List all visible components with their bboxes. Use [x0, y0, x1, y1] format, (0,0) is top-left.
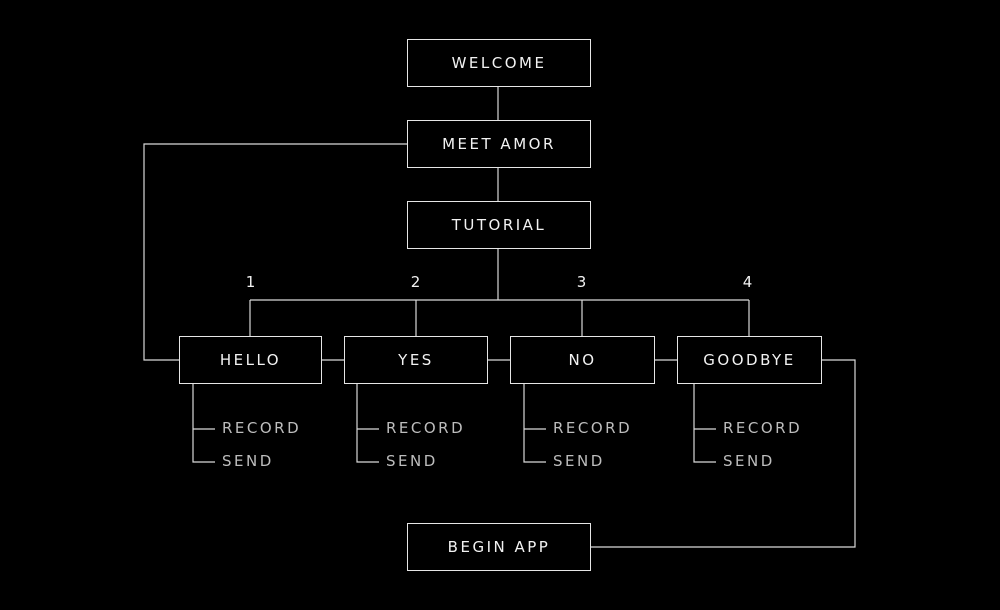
no-record-label: RECORD — [553, 419, 633, 437]
bracket-yes-actions — [356, 384, 379, 463]
node-yes: YES — [344, 336, 488, 384]
node-meet-amor-label: MEET AMOR — [442, 135, 556, 153]
connector-meet-amor-loop — [143, 143, 407, 361]
node-meet-amor: MEET AMOR — [407, 120, 591, 168]
node-no: NO — [510, 336, 655, 384]
node-no-label: NO — [568, 351, 597, 369]
node-goodbye-label: GOODBYE — [703, 351, 796, 369]
branch-number-1: 1 — [245, 273, 257, 291]
goodbye-send-label: SEND — [723, 452, 775, 470]
node-tutorial: TUTORIAL — [407, 201, 591, 249]
hello-record-label: RECORD — [222, 419, 302, 437]
node-welcome-label: WELCOME — [451, 54, 547, 72]
hello-send-label: SEND — [222, 452, 274, 470]
node-begin-app-label: BEGIN APP — [447, 538, 551, 556]
connector-goodbye-begin-app — [591, 359, 856, 548]
yes-record-label: RECORD — [386, 419, 466, 437]
no-send-label: SEND — [553, 452, 605, 470]
branch-number-3: 3 — [576, 273, 588, 291]
node-tutorial-label: TUTORIAL — [451, 216, 547, 234]
node-goodbye: GOODBYE — [677, 336, 822, 384]
node-hello-label: HELLO — [219, 351, 282, 369]
node-begin-app: BEGIN APP — [407, 523, 591, 571]
node-hello: HELLO — [179, 336, 322, 384]
node-yes-label: YES — [398, 351, 434, 369]
node-welcome: WELCOME — [407, 39, 591, 87]
bracket-goodbye-actions — [693, 384, 716, 463]
branch-number-4: 4 — [742, 273, 754, 291]
bracket-no-actions — [523, 384, 546, 463]
yes-send-label: SEND — [386, 452, 438, 470]
goodbye-record-label: RECORD — [723, 419, 803, 437]
branch-number-2: 2 — [410, 273, 422, 291]
bracket-hello-actions — [192, 384, 215, 463]
